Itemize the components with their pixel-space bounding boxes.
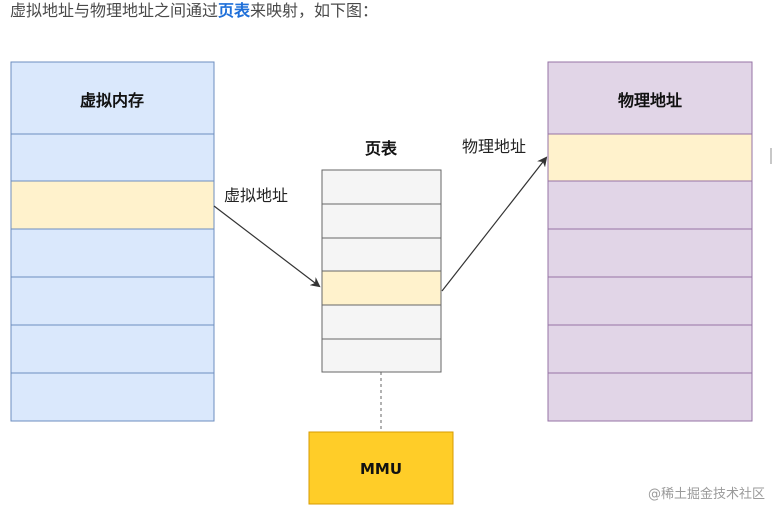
physical-memory-block: 物理地址 (547, 61, 753, 422)
physical-memory-title: 物理地址 (618, 91, 682, 110)
watermark-text: @稀土掘金技术社区 (647, 487, 765, 502)
caption-text: 虚拟地址与物理地址之间通过页表来映射，如下图： (10, 0, 378, 26)
virtual-memory-frame (10, 61, 215, 422)
physical-address-arrow (441, 156, 548, 292)
scroll-indicator (770, 148, 772, 164)
virtual-memory-title: 虚拟内存 (80, 91, 144, 110)
virtual-address-label: 虚拟地址 (224, 186, 288, 205)
physical-memory-row-lines (548, 133, 752, 374)
page-table-block: 页表 (321, 139, 442, 373)
physical-memory-highlight-row (548, 134, 752, 181)
page-table-highlight-row (322, 271, 441, 305)
caption-after: 来映射，如下图： (250, 1, 379, 20)
page-table-title: 页表 (365, 139, 398, 158)
mmu-block: MMU (308, 431, 454, 505)
caption-before: 虚拟地址与物理地址之间通过 (10, 1, 219, 20)
mmu-box (308, 431, 454, 505)
physical-address-label: 物理地址 (462, 137, 526, 156)
frame-outline (10, 61, 215, 422)
physical-memory-frame (547, 61, 753, 422)
frame-outline (547, 61, 753, 422)
caption-emphasis: 页表 (218, 1, 251, 20)
virtual-memory-block: 虚拟内存 (10, 61, 215, 422)
virtual-memory-highlight-row (11, 181, 214, 229)
mmu-label: MMU (360, 460, 402, 478)
virtual-memory-row-lines (11, 133, 214, 374)
page-table-row-lines (322, 203, 441, 340)
virtual-address-arrow (213, 205, 321, 288)
